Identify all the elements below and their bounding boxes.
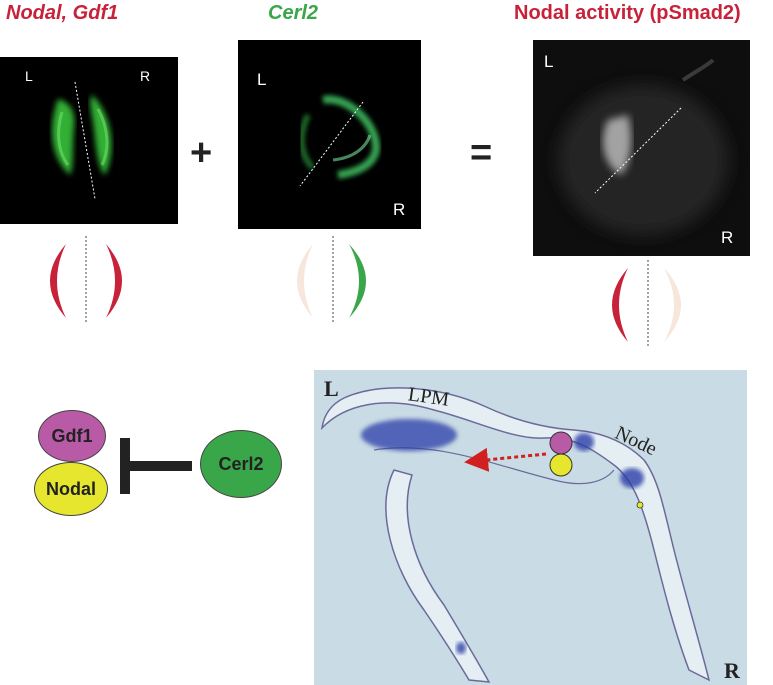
panel2-right-label: R: [393, 200, 406, 219]
histology-section-image: L R LPM Node: [314, 370, 747, 685]
histology-left-label: L: [324, 376, 339, 401]
title-cerl2: Cerl2: [268, 2, 319, 24]
expression-panel-nodal-gdf1: L R: [0, 57, 178, 224]
right-crescent-red: [106, 244, 122, 318]
panel3-right-label: R: [721, 228, 734, 247]
title-nodal-gdf1: Nodal, Gdf1: [6, 2, 119, 24]
title-nodal-activity: Nodal activity (pSmad2): [514, 2, 741, 24]
right-crescent-green: [349, 244, 366, 318]
left-crescent-red: [612, 268, 628, 342]
panel1-right-label: R: [140, 68, 151, 84]
panel3-left-label: L: [544, 52, 554, 71]
node-stain: [620, 468, 644, 488]
crescent-diagram-nodal-activity: [612, 260, 681, 348]
expression-panel-pSmad2: L R: [533, 40, 750, 256]
nodal-label: Nodal: [45, 478, 96, 499]
signal-arrow: [464, 447, 547, 472]
cerl2-label: Cerl2: [218, 453, 264, 474]
panel1-left-label: L: [25, 68, 33, 84]
gdf1-molecule: Gdf1: [38, 410, 106, 462]
nodal-dot: [549, 453, 573, 477]
gdf1-dot: [549, 431, 573, 455]
left-crescent-red: [50, 244, 66, 318]
nodal-molecule: Nodal: [34, 462, 108, 516]
nodal-gdf1-fluorescence-image: [52, 81, 112, 200]
crescent-diagram-nodal-gdf1: [50, 236, 122, 322]
right-crescent-pale: [664, 268, 681, 342]
expression-panel-cerl2: L R: [238, 40, 421, 229]
histology-right-label: R: [724, 658, 740, 683]
histology-drawing: [320, 387, 711, 683]
left-crescent-pale: [297, 244, 313, 318]
plus-operator: +: [190, 132, 213, 174]
pSmad2-immunostain-image: [558, 58, 728, 235]
lpm-stain: [361, 419, 457, 451]
equals-operator: =: [470, 132, 493, 174]
panel2-left-label: L: [257, 70, 267, 89]
cerl2-fluorescence-image: [298, 95, 381, 187]
gdf1-label: Gdf1: [51, 425, 93, 446]
crescent-diagram-cerl2: [297, 236, 366, 324]
inhibition-arrow: [120, 438, 192, 494]
cerl2-molecule: Cerl2: [200, 430, 282, 498]
